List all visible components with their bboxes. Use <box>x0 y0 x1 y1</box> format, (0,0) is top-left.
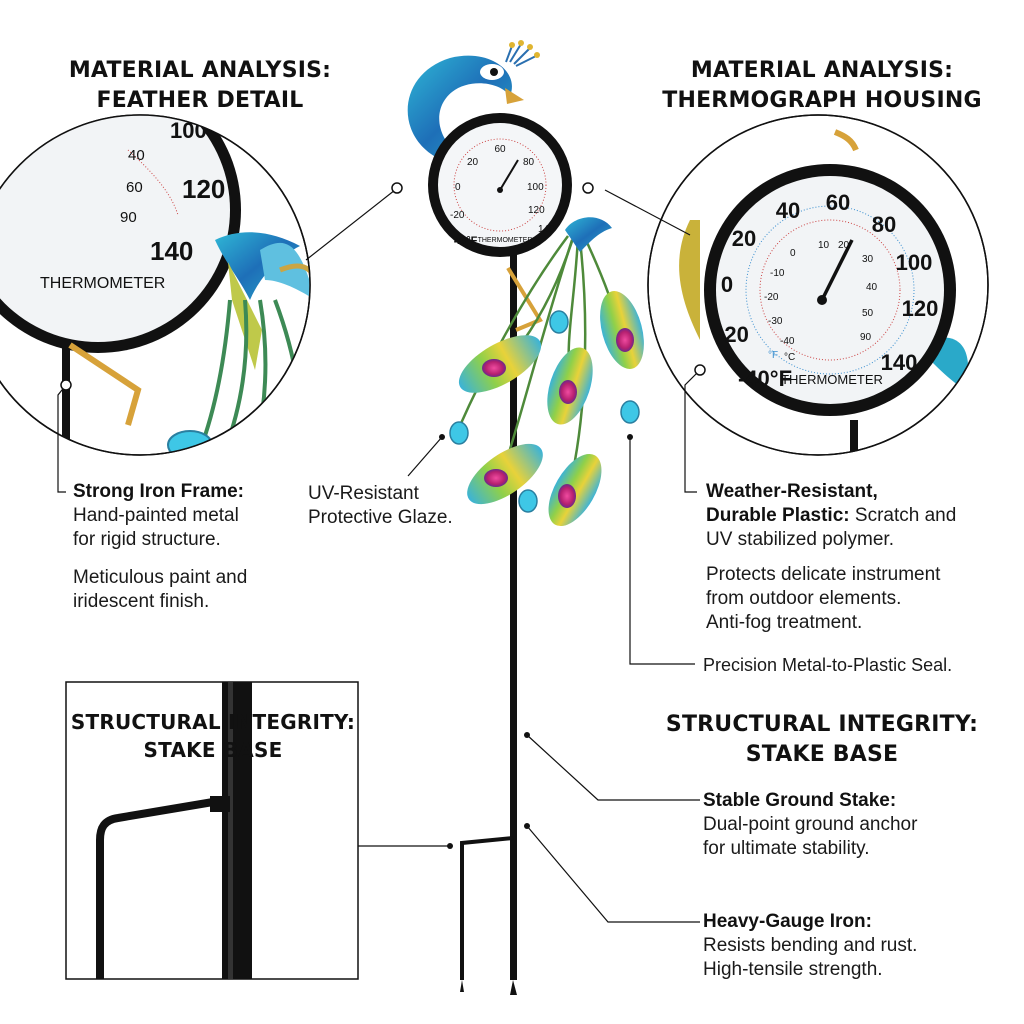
svg-text:-20: -20 <box>717 322 749 347</box>
svg-text:90: 90 <box>860 332 872 343</box>
svg-text:40: 40 <box>128 147 145 164</box>
heading-line: STAKE BASE <box>143 738 283 762</box>
heading-stake-base: STRUCTURAL INTEGRITY: STAKE BASE <box>650 710 994 770</box>
small-dial-label: THERMOMETER <box>478 237 533 244</box>
callout-text: for ultimate stability. <box>703 838 870 859</box>
heading-feather-detail: MATERIAL ANALYSIS: FEATHER DETAIL <box>40 56 360 116</box>
callout-heavy-iron: Heavy-Gauge Iron: Resists bending and ru… <box>703 910 1003 982</box>
heading-line: STAKE BASE <box>745 742 899 767</box>
callout-text: Protects delicate instrument <box>706 564 941 585</box>
heading-line: FEATHER DETAIL <box>96 88 304 113</box>
callout-plastic: Weather-Resistant, Durable Plastic: Scra… <box>706 480 1016 552</box>
callout-text: Protective Glaze. <box>308 507 453 528</box>
heading-line: STRUCTURAL INTEGRITY: <box>665 712 979 737</box>
feather-detail-zoom: 40 60 90 120 140 100 THERMOMETER <box>0 114 311 456</box>
callout-text: Precision Metal-to-Plastic Seal. <box>703 655 953 675</box>
svg-text:60: 60 <box>826 190 850 215</box>
callout-lines <box>57 189 701 923</box>
heading-line: MATERIAL ANALYSIS: <box>68 58 332 83</box>
callout-text: for rigid structure. <box>73 529 221 550</box>
svg-text:30: 30 <box>862 254 874 265</box>
svg-text:100: 100 <box>527 182 544 193</box>
callout-title: Weather-Resistant, <box>706 481 878 502</box>
svg-text:-30: -30 <box>768 316 783 327</box>
callout-text: UV stabilized polymer. <box>706 529 894 550</box>
svg-text:60: 60 <box>126 179 143 196</box>
svg-text:10: 10 <box>818 240 830 251</box>
callout-glaze: UV-Resistant Protective Glaze. <box>308 482 488 530</box>
stake-inset <box>65 681 359 980</box>
peacock-feathers <box>449 217 644 527</box>
svg-text:°C: °C <box>784 352 795 363</box>
heading-line: MATERIAL ANALYSIS: <box>690 58 954 83</box>
callout-text: Hand-painted metal <box>73 505 239 526</box>
svg-text:80: 80 <box>872 212 896 237</box>
svg-text:100: 100 <box>896 250 933 275</box>
heading-stake-inset: STRUCTURAL INTEGRITY: STAKE BASE <box>70 708 356 764</box>
svg-text:-20: -20 <box>450 210 465 221</box>
callout-title: Stable Ground Stake: <box>703 790 897 811</box>
heading-thermograph-housing: MATERIAL ANALYSIS: THERMOGRAPH HOUSING <box>650 56 994 116</box>
heading-line: THERMOGRAPH HOUSING <box>662 88 982 113</box>
svg-text:20: 20 <box>732 226 756 251</box>
svg-text:120: 120 <box>182 174 225 204</box>
svg-text:40: 40 <box>776 198 800 223</box>
svg-text:140: 140 <box>881 350 918 375</box>
callout-text: Resists bending and rust. <box>703 935 918 956</box>
svg-text:20: 20 <box>467 157 479 168</box>
callout-text: Dual-point ground anchor <box>703 814 918 835</box>
svg-text:-40: -40 <box>780 336 795 347</box>
svg-text:140: 140 <box>150 236 193 266</box>
zoom-left-label: THERMOMETER <box>40 275 165 292</box>
callout-title: Strong Iron Frame: <box>73 481 245 502</box>
svg-text:0: 0 <box>721 272 733 297</box>
callout-text: iridescent finish. <box>73 591 210 612</box>
housing-detail-zoom: 60 40 80 20 100 0 120 -20 140 -40°F 10 2… <box>647 114 989 456</box>
callout-dots <box>60 182 706 391</box>
callout-text: UV-Resistant <box>308 483 419 504</box>
callout-ground-stake: Stable Ground Stake: Dual-point ground a… <box>703 789 1003 861</box>
svg-text:90: 90 <box>120 209 137 226</box>
svg-text:-20: -20 <box>764 292 779 303</box>
callout-text: Meticulous paint and <box>73 567 248 588</box>
thermometer-dial-small: 60 20 80 0 100 -20 120 40°F 140 THERMOME… <box>428 113 572 257</box>
stake <box>460 250 543 995</box>
svg-text:-40°F: -40°F <box>738 366 792 391</box>
heading-line: STRUCTURAL INTEGRITY: <box>70 710 356 734</box>
callout-protects: Protects delicate instrument from outdoo… <box>706 563 1016 635</box>
callout-iron-frame: Strong Iron Frame: Hand-painted metal fo… <box>73 480 333 552</box>
svg-text:60: 60 <box>494 144 506 155</box>
zoom-right-label: THERMOMETER <box>781 372 883 387</box>
svg-text:-10: -10 <box>770 268 785 279</box>
svg-text:80: 80 <box>523 157 535 168</box>
callout-title: Durable Plastic: <box>706 505 850 526</box>
callout-seal: Precision Metal-to-Plastic Seal. <box>703 653 1021 677</box>
callout-paint: Meticulous paint and iridescent finish. <box>73 566 333 614</box>
callout-title: Heavy-Gauge Iron: <box>703 911 872 932</box>
svg-text:20: 20 <box>838 240 850 251</box>
svg-text:40°F: 40°F <box>454 235 478 247</box>
callout-text: Anti-fog treatment. <box>706 612 863 633</box>
callout-text: from outdoor elements. <box>706 588 902 609</box>
svg-text:50: 50 <box>862 308 874 319</box>
svg-text:120: 120 <box>902 296 939 321</box>
svg-text:0: 0 <box>455 182 461 193</box>
svg-text:°F: °F <box>768 350 778 361</box>
callout-points <box>439 434 633 849</box>
callout-text: Scratch and <box>854 505 957 526</box>
svg-text:0: 0 <box>790 248 796 259</box>
callout-text: High-tensile strength. <box>703 959 883 980</box>
svg-text:40: 40 <box>866 282 878 293</box>
svg-text:140: 140 <box>538 224 555 235</box>
svg-text:120: 120 <box>528 205 545 216</box>
peacock-head <box>407 40 540 160</box>
